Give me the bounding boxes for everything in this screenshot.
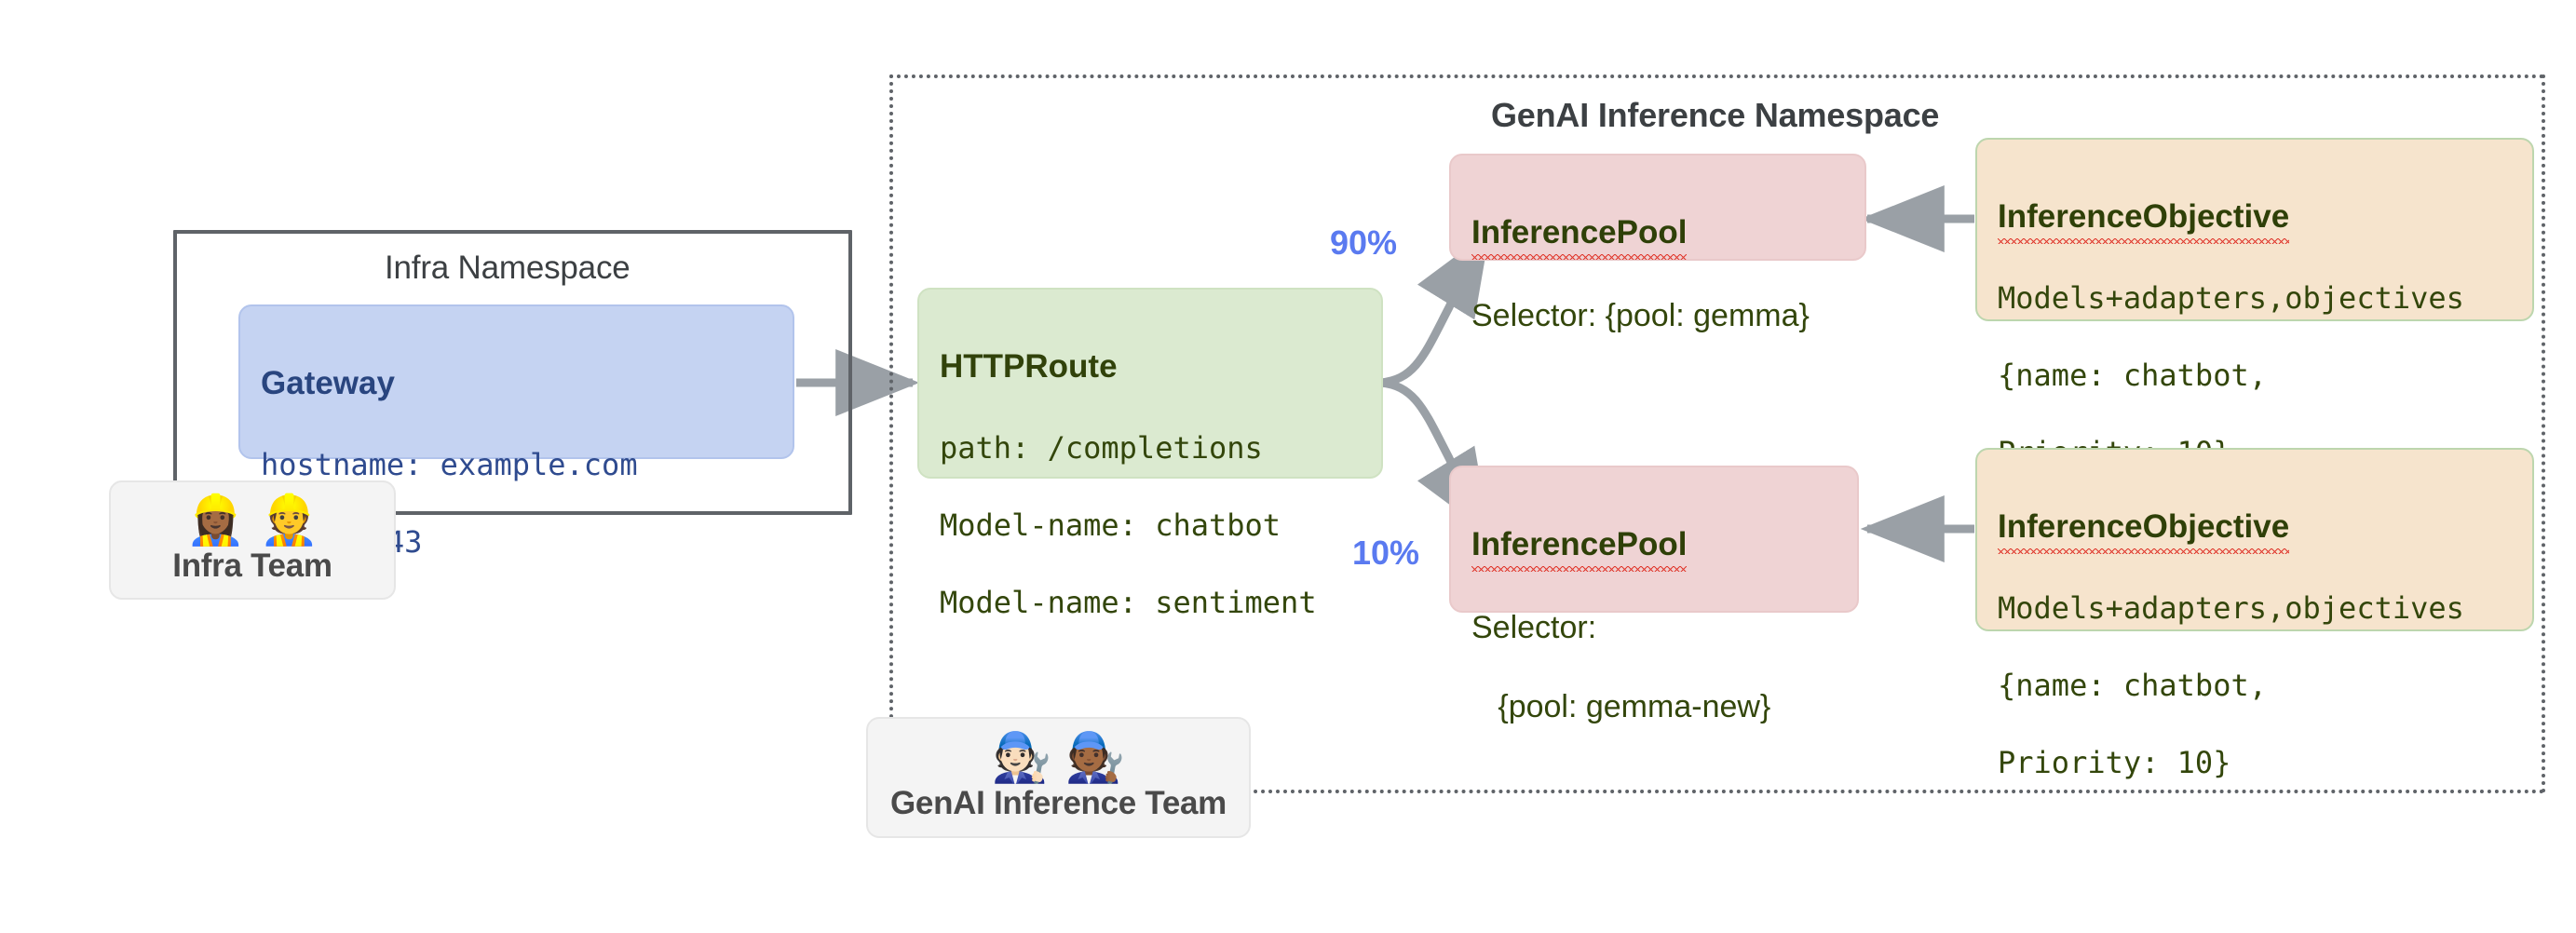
inferenceobjective-top-card-line-models: Models+adapters,objectives bbox=[1998, 279, 2464, 316]
httproute-card-title: HTTPRoute bbox=[940, 347, 1118, 385]
inferenceobjective-top-card-line-name: {name: chatbot, bbox=[1998, 357, 2267, 393]
gateway-card[interactable]: Gateway hostname: example.com port: 443 bbox=[238, 304, 794, 560]
inferenceobjective-top-card[interactable]: InferenceObjective Models+adapters,objec… bbox=[1975, 138, 2534, 470]
infra-team-label: Infra Team bbox=[172, 548, 332, 585]
inferencepool-bottom-card-title: InferencePool bbox=[1471, 523, 1837, 572]
infra-namespace-container bbox=[173, 230, 852, 515]
inferenceobjective-bottom-card-title: InferenceObjective bbox=[1998, 506, 2512, 554]
genai-inference-team-badge[interactable]: 🧑🏻‍🔧🧑🏾‍🔧 GenAI Inference Team bbox=[866, 717, 1251, 838]
inferencepool-top-card-line-selector: Selector: {pool: gemma} bbox=[1471, 297, 1810, 333]
inferencepool-bottom-card-line-selector-value: {pool: gemma-new} bbox=[1471, 689, 1771, 725]
inferenceobjective-bottom-card-line-priority: Priority: 10} bbox=[1998, 745, 2231, 781]
inferenceobjective-bottom-card[interactable]: InferenceObjective Models+adapters,objec… bbox=[1975, 448, 2534, 780]
genai-inference-namespace-title: GenAI Inference Namespace bbox=[1491, 96, 1940, 134]
gateway-card-title: Gateway bbox=[261, 364, 395, 401]
infra-namespace-title: Infra Namespace bbox=[385, 250, 630, 286]
inferencepool-top-card[interactable]: InferencePool Selector: {pool: gemma} bbox=[1449, 154, 1866, 333]
edge-label-10-percent: 10% bbox=[1352, 534, 1420, 572]
gateway-card-line-hostname: hostname: example.com bbox=[261, 446, 638, 482]
inferencepool-top-card-title: InferencePool bbox=[1471, 211, 1844, 260]
httproute-card-line-model-sentiment: Model-name: sentiment bbox=[940, 585, 1317, 621]
inferenceobjective-bottom-card-line-name: {name: chatbot, bbox=[1998, 667, 2267, 703]
inferenceobjective-top-card-title: InferenceObjective bbox=[1998, 196, 2512, 244]
genai-inference-namespace-container bbox=[889, 74, 2545, 793]
infra-team-emoji-construction-workers-icon: 👷🏾‍♀️👷 bbox=[185, 492, 332, 548]
httproute-card-line-path: path: /completions bbox=[940, 429, 1263, 466]
edge-label-90-percent: 90% bbox=[1330, 223, 1398, 262]
httproute-card-line-model-chatbot: Model-name: chatbot bbox=[940, 507, 1281, 543]
genai-inference-team-label: GenAI Inference Team bbox=[890, 785, 1227, 822]
inferencepool-bottom-card[interactable]: InferencePool Selector: {pool: gemma-new… bbox=[1449, 466, 1859, 724]
inferenceobjective-bottom-card-line-models: Models+adapters,objectives bbox=[1998, 589, 2464, 626]
infra-team-badge[interactable]: 👷🏾‍♀️👷 Infra Team bbox=[109, 480, 396, 600]
genai-team-emoji-mechanics-icon: 🧑🏻‍🔧🧑🏾‍🔧 bbox=[991, 729, 1139, 786]
httproute-card[interactable]: HTTPRoute path: /completions Model-name:… bbox=[917, 288, 1383, 620]
inferencepool-bottom-card-line-selector: Selector: bbox=[1471, 609, 1597, 645]
